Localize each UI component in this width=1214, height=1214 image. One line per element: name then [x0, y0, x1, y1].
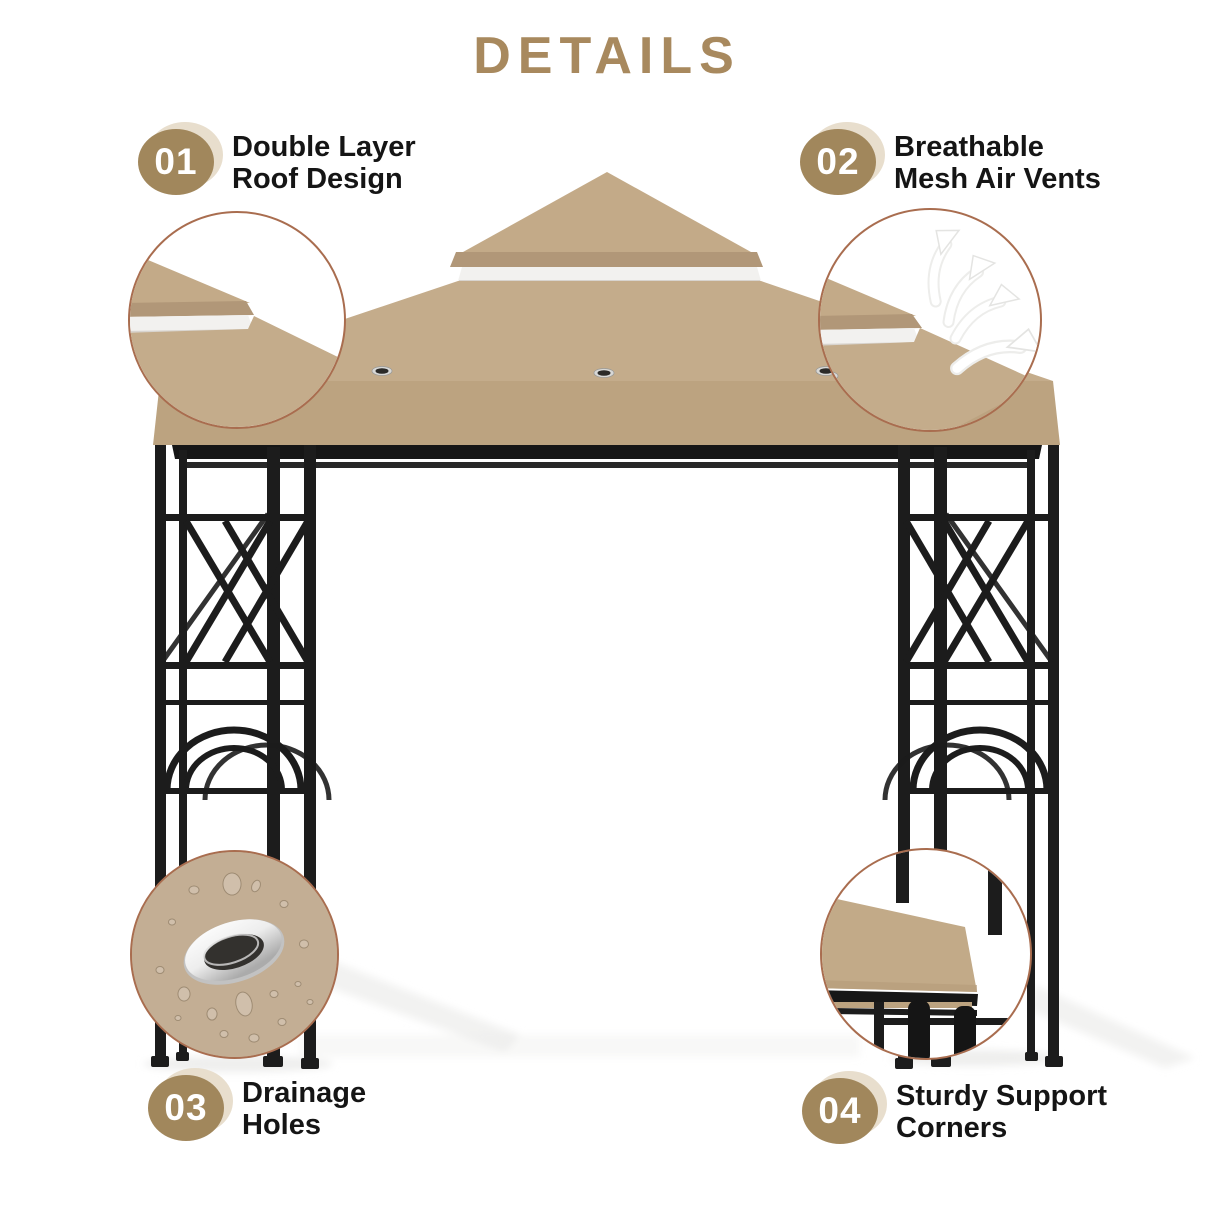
page-title: DETAILS [473, 27, 741, 85]
feature-label-line: Double Layer [232, 131, 416, 163]
feature-number: 03 [164, 1087, 208, 1128]
feature-drainage-holes: 03 Drainage Holes [148, 1068, 366, 1142]
feature-2-label: Breathable Mesh Air Vents [894, 129, 1101, 196]
top-tier-eave [450, 252, 763, 267]
mesh-vent-band [458, 267, 761, 281]
feature-label-line: Holes [242, 1109, 321, 1142]
feature-number: 01 [154, 141, 198, 182]
top-tier-roof [463, 172, 751, 252]
feature-4-number-badge: 04 [802, 1071, 887, 1144]
feature-label-line: Mesh Air Vents [894, 163, 1101, 196]
feature-number: 04 [818, 1090, 862, 1131]
badge-oval: 04 [802, 1078, 878, 1144]
feature-sturdy-corners: 04 Sturdy Support Corners [802, 1071, 1107, 1145]
feature-label-line: Drainage [242, 1077, 367, 1109]
roof-grommets [371, 366, 837, 378]
mesh-air-vents-closeup-graphic [820, 210, 1040, 430]
badge-oval: 02 [800, 129, 876, 195]
grommet [183, 919, 285, 985]
feature-2-number-badge: 02 [800, 122, 885, 195]
feature-label-line: Corners [896, 1112, 1008, 1145]
feature-3-number-badge: 03 [148, 1068, 233, 1141]
feature-double-layer-roof: 01 Double Layer Roof Design [138, 122, 416, 196]
support-corner-closeup-graphic [822, 850, 1024, 1058]
badge-oval: 03 [148, 1075, 224, 1141]
feature-4-label: Sturdy Support Corners [896, 1078, 1107, 1145]
inset-mesh-air-vents-closeup [818, 208, 1042, 432]
feature-1-number-badge: 01 [138, 122, 223, 195]
water-droplets [155, 872, 314, 1043]
inset-double-layer-roof-closeup [128, 211, 346, 429]
feature-1-label: Double Layer Roof Design [232, 129, 416, 196]
feature-3-label: Drainage Holes [242, 1075, 366, 1142]
feature-label-line: Roof Design [232, 163, 403, 196]
feature-mesh-air-vents: 02 Breathable Mesh Air Vents [800, 122, 1101, 196]
top-beam [172, 445, 1042, 459]
feature-number: 02 [816, 141, 860, 182]
frame [151, 445, 1063, 1069]
badge-oval: 01 [138, 129, 214, 195]
feature-label-line: Sturdy Support [896, 1080, 1108, 1112]
inset-drainage-hole-closeup [130, 850, 339, 1059]
double-layer-roof-closeup-graphic [130, 252, 344, 427]
feature-label-line: Breathable [894, 131, 1044, 163]
valance [153, 381, 1060, 445]
drainage-hole-closeup-graphic [132, 852, 337, 1057]
inset-support-corner-closeup [820, 848, 1032, 1060]
